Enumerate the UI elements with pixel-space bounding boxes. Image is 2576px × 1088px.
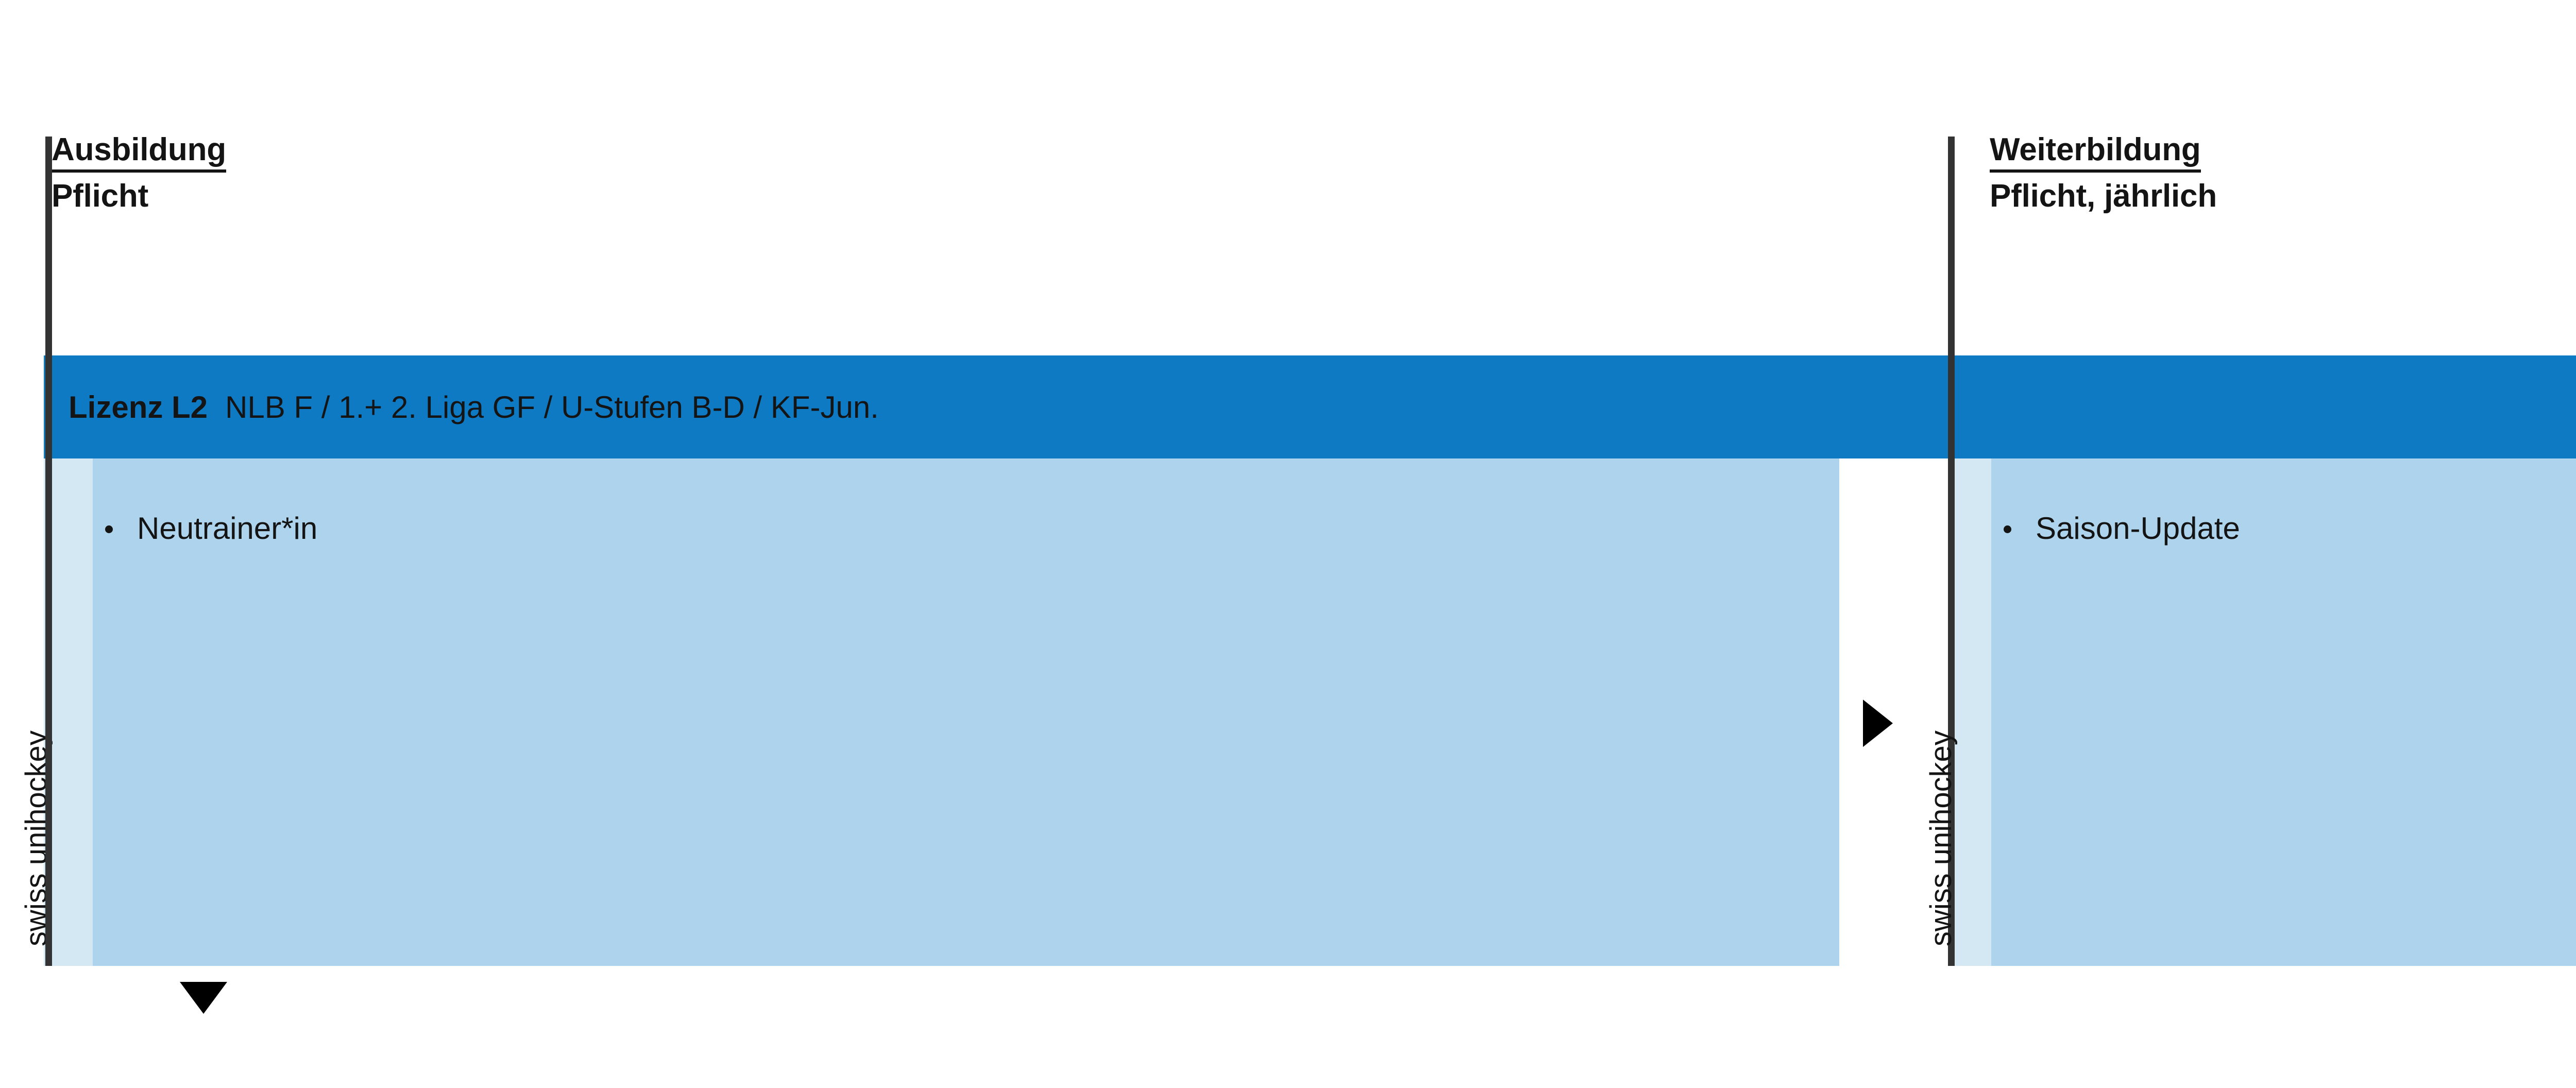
license-code: Lizenz L2 [69,389,208,424]
column-header-subtitle: Pflicht, jährlich [1990,178,2217,214]
column-header-weiterbildung-pflicht: Weiterbildung Pflicht, jährlich [1990,133,2217,213]
license-bar: Lizenz L2 NLB F / 1.+ 2. Liga GF / U-Stu… [44,355,2576,458]
arrow-down-icon [180,982,227,1014]
block-weiterbildung-pflicht: swiss unihockey Saison-Update [1924,458,2576,966]
column-divider-solid [1948,137,1955,966]
list-item[interactable]: Saison-Update [1991,509,2576,548]
course-list-weiterbildung-pflicht: Saison-Update [1991,509,2576,548]
column-header-subtitle: Pflicht [52,178,149,214]
block-body: Neutrainer*in [93,458,1839,966]
side-label-text: swiss unihockey [1924,730,1958,946]
course-list-ausbildung: Neutrainer*in [93,509,1839,548]
column-header-ausbildung: Ausbildung Pflicht [52,133,226,213]
list-item[interactable]: Neutrainer*in [93,509,1839,548]
left-axis-line [45,137,52,966]
arrow-right-icon-1 [1863,700,1893,747]
license-description: NLB F / 1.+ 2. Liga GF / U-Stufen B-D / … [225,389,879,424]
list-item-label: Saison-Update [2036,511,2240,546]
column-header-title: Ausbildung [52,133,226,173]
column-header-title: Weiterbildung [1990,133,2201,173]
side-label-swiss-unihockey: swiss unihockey [1924,458,1991,966]
block-ausbildung: swiss unihockey Neutrainer*in [20,458,1839,966]
list-item-label: Neutrainer*in [137,511,318,546]
block-body: Saison-Update [1991,458,2576,966]
